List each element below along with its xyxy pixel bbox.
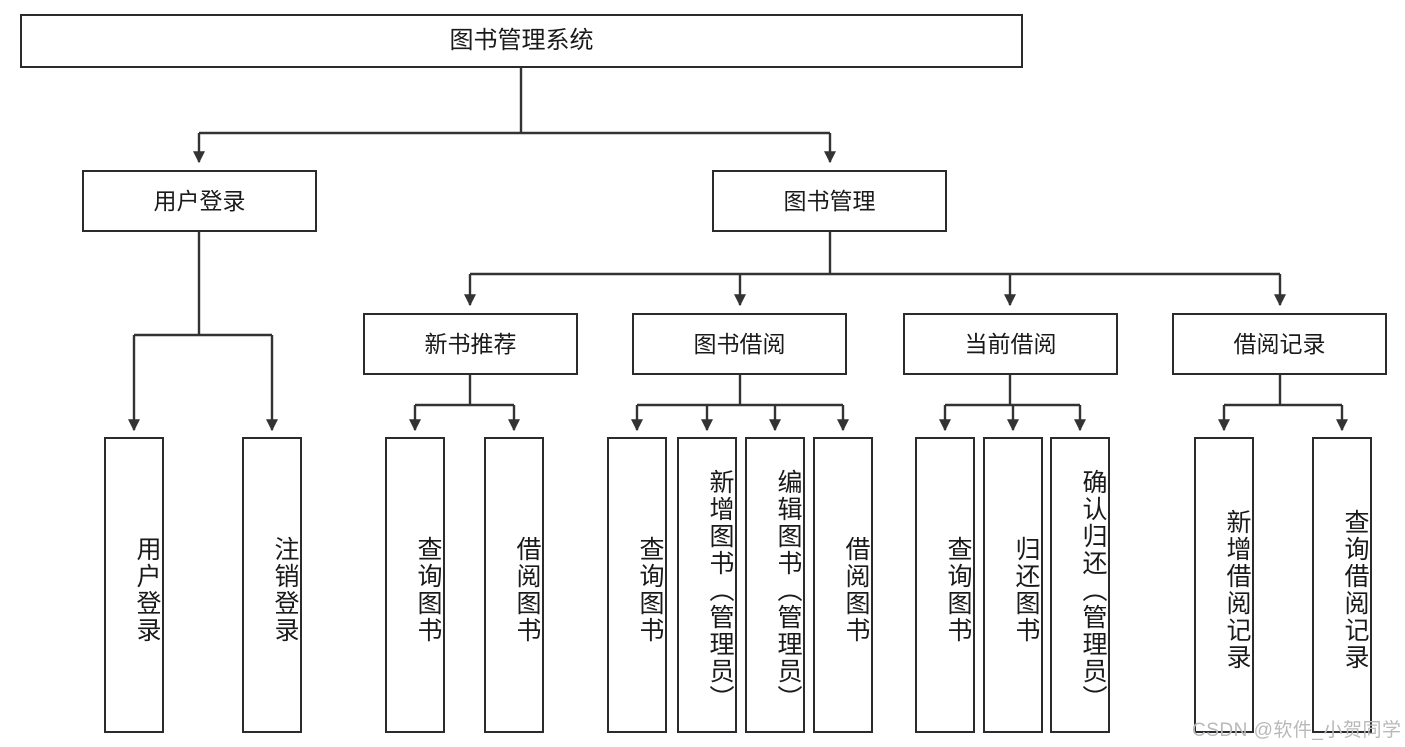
- node-leaf-return-book[interactable]: 归还图书: [983, 437, 1043, 733]
- node-book-borrow-label: 图书借阅: [693, 330, 786, 357]
- node-new-book-recommend-label: 新书推荐: [424, 330, 517, 357]
- node-leaf-edit-book[interactable]: 编辑图书（管理员）: [745, 437, 805, 733]
- node-leaf-query-record-label: 查询借阅记录: [1341, 509, 1369, 671]
- node-leaf-borrow-book-1[interactable]: 借阅图书: [484, 437, 544, 733]
- node-borrow-record-label: 借阅记录: [1233, 330, 1326, 357]
- node-borrow-record[interactable]: 借阅记录: [1172, 313, 1387, 375]
- node-book-management-label: 图书管理: [783, 187, 876, 214]
- node-leaf-user-login[interactable]: 用户登录: [104, 437, 164, 733]
- node-current-borrow[interactable]: 当前借阅: [903, 313, 1118, 375]
- node-leaf-query-book-2[interactable]: 查询图书: [607, 437, 667, 733]
- node-leaf-add-record[interactable]: 新增借阅记录: [1194, 437, 1254, 733]
- node-leaf-query-record[interactable]: 查询借阅记录: [1312, 437, 1372, 733]
- node-leaf-borrow-book-2-label: 借阅图书: [842, 536, 870, 644]
- node-leaf-query-book-3-label: 查询图书: [944, 536, 972, 644]
- node-root-label: 图书管理系统: [449, 27, 594, 54]
- node-user-login[interactable]: 用户登录: [82, 170, 317, 232]
- node-user-login-label: 用户登录: [153, 187, 246, 214]
- node-leaf-return-book-label: 归还图书: [1012, 536, 1040, 644]
- node-leaf-query-book-3[interactable]: 查询图书: [915, 437, 975, 733]
- node-leaf-user-login-label: 用户登录: [133, 536, 161, 644]
- node-leaf-user-logout[interactable]: 注销登录: [242, 437, 302, 733]
- node-leaf-borrow-book-1-label: 借阅图书: [513, 536, 541, 644]
- node-leaf-add-book-label: 新增图书（管理员）: [706, 468, 734, 712]
- node-book-management[interactable]: 图书管理: [712, 170, 947, 232]
- node-leaf-query-book-1[interactable]: 查询图书: [385, 437, 445, 733]
- node-leaf-user-logout-label: 注销登录: [271, 536, 299, 644]
- node-leaf-edit-book-label: 编辑图书（管理员）: [774, 468, 802, 712]
- node-root[interactable]: 图书管理系统: [20, 14, 1023, 68]
- node-new-book-recommend[interactable]: 新书推荐: [363, 313, 578, 375]
- node-leaf-query-book-1-label: 查询图书: [414, 536, 442, 644]
- node-leaf-query-book-2-label: 查询图书: [636, 536, 664, 644]
- node-leaf-add-book[interactable]: 新增图书（管理员）: [677, 437, 737, 733]
- watermark: CSDN @软件_小贺同学: [1192, 720, 1402, 741]
- node-current-borrow-label: 当前借阅: [964, 330, 1057, 357]
- node-leaf-confirm-return-label: 确认归还（管理员）: [1079, 468, 1107, 712]
- node-leaf-borrow-book-2[interactable]: 借阅图书: [813, 437, 873, 733]
- node-leaf-add-record-label: 新增借阅记录: [1223, 509, 1251, 671]
- node-leaf-confirm-return[interactable]: 确认归还（管理员）: [1050, 437, 1110, 733]
- node-book-borrow[interactable]: 图书借阅: [632, 313, 847, 375]
